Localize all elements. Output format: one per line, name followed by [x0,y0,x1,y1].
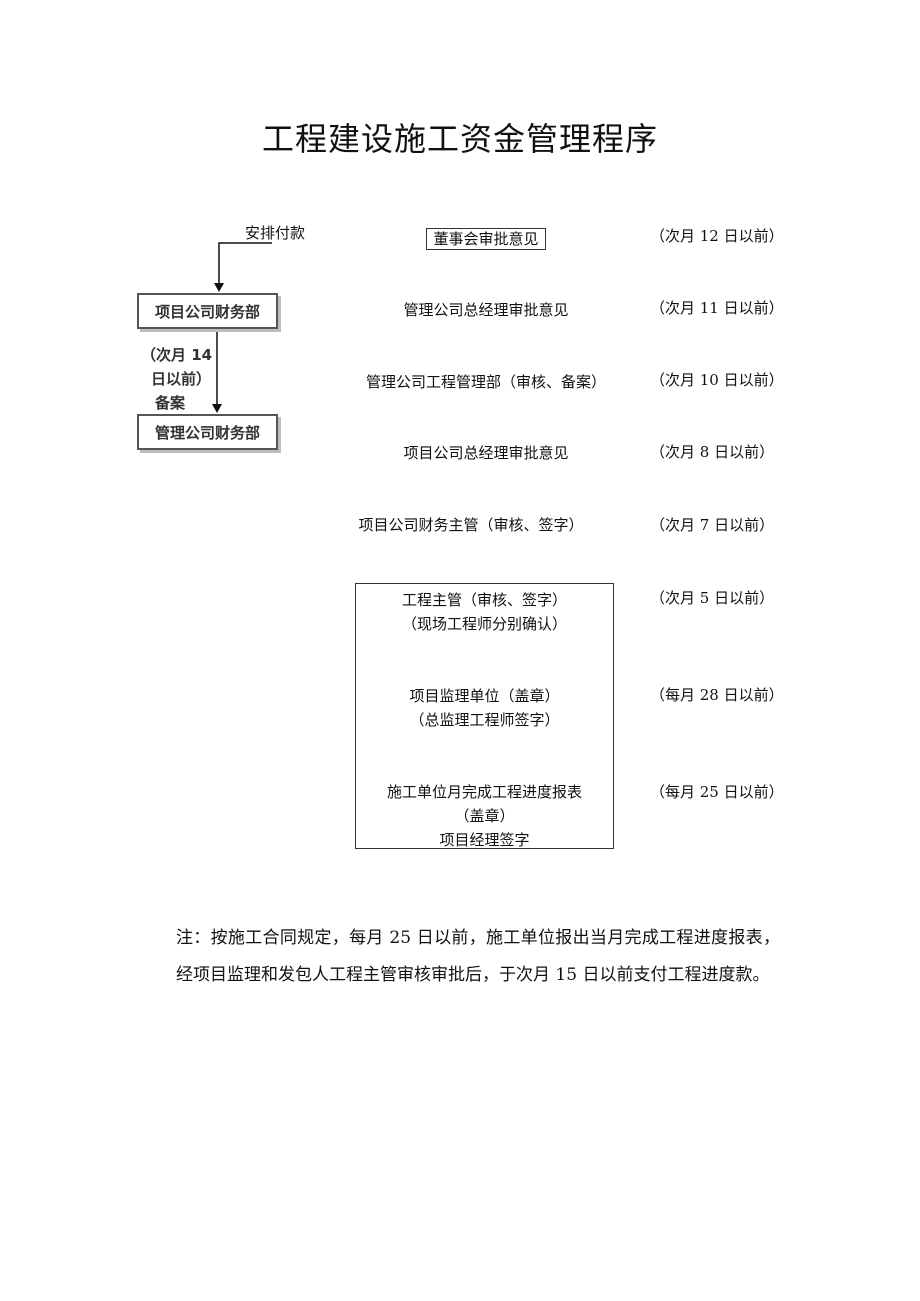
start-arrow-head [214,283,224,292]
step-supervisor-line1: 项目监理单位（盖章） [409,687,560,705]
mid-label: （次月 14 日以前） 备案 [141,343,212,415]
footnote: 注：按施工合同规定，每月 25 日以前，施工单位报出当月完成工程进度报表，经项目… [176,928,780,985]
deadline-project-finance: （次月 7 日以前） [650,516,775,534]
mid-label-line1: （次月 14 [141,346,213,364]
start-label: 安排付款 [245,224,306,242]
step-supervisor-line2: （总监理工程师签字） [409,711,560,729]
deadline-board: （次月 12 日以前） [650,227,784,245]
page-title: 工程建设施工资金管理程序 [261,120,658,158]
step-contractor: 施工单位月完成工程进度报表 （盖章） 项目经理签字 [355,780,614,852]
mid-label-line2: 日以前） [151,370,212,388]
mid-label-line3: 备案 [155,394,186,412]
start-arrow-line [218,242,272,284]
step-contractor-line1: 施工单位月完成工程进度报表 [386,783,582,801]
mid-arrow-head [212,404,222,413]
step-board: 董事会审批意见 [336,228,636,250]
step-contractor-line2: （盖章） [454,807,515,825]
step-contractor-line3: 项目经理签字 [439,831,530,849]
step-mgmt-gm: 管理公司总经理审批意见 [403,301,569,319]
deadline-contractor: （每月 25 日以前） [650,783,784,801]
deadline-mgmt-gm: （次月 11 日以前） [650,299,784,317]
contractor-box [355,583,614,849]
step-engineering-head-line1: 工程主管（审核、签字） [401,591,567,609]
step-board-label: 董事会审批意见 [426,228,546,250]
deadline-supervisor: （每月 28 日以前） [650,686,784,704]
deadline-mgmt-engineering: （次月 10 日以前） [650,371,784,389]
step-engineering-head: 工程主管（审核、签字） （现场工程师分别确认） [355,588,614,636]
project-finance-box: 项目公司财务部 [137,293,278,329]
deadline-engineering-head: （次月 5 日以前） [650,589,775,607]
management-finance-box: 管理公司财务部 [137,414,278,450]
step-engineering-head-line2: （现场工程师分别确认） [401,615,567,633]
step-mgmt-engineering: 管理公司工程管理部（审核、备案） [365,373,606,391]
step-project-finance: 项目公司财务主管（审核、签字） [358,516,584,534]
step-project-gm: 项目公司总经理审批意见 [403,444,569,462]
deadline-project-gm: （次月 8 日以前） [650,443,775,461]
step-supervisor: 项目监理单位（盖章） （总监理工程师签字） [355,684,614,732]
